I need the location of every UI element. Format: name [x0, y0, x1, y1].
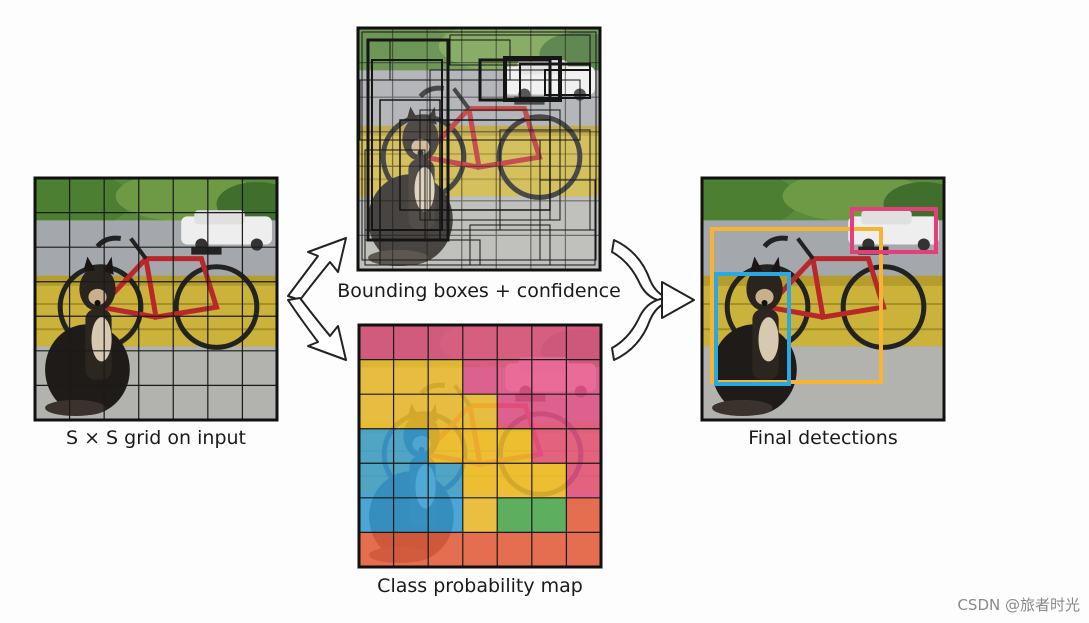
class-cell-yellow: [428, 428, 463, 464]
class-cell-blue: [359, 463, 394, 498]
class-cell-orange: [497, 532, 532, 567]
class-cell-yellow: [359, 394, 394, 429]
class-cell-yellow: [462, 428, 498, 464]
class-cell-pink: [359, 325, 394, 360]
class-cell-orange: [462, 532, 498, 567]
class-cell-pink: [462, 325, 498, 360]
class-cell-pink: [566, 325, 601, 360]
class-cell-pink: [566, 394, 601, 429]
merge-arrow-bottom-icon: [611, 297, 669, 361]
class-cell-yellow: [462, 394, 498, 429]
dog-detection-box: [714, 272, 791, 386]
class-cell-pink: [531, 428, 567, 464]
class-cell-yellow: [428, 394, 463, 429]
watermark: CSDN @旅者时光: [957, 596, 1080, 614]
class-cell-pink: [428, 325, 463, 360]
class-cell-pink: [497, 394, 532, 429]
class-probability-panel: [357, 323, 603, 569]
final-detections-panel: [700, 176, 946, 422]
bounding-boxes-panel: [356, 26, 602, 272]
class-cell-blue: [359, 428, 394, 464]
class-cell-yellow: [359, 359, 394, 395]
class-cell-yellow: [497, 428, 532, 464]
class-cell-pink: [566, 463, 601, 498]
class-cell-yellow: [462, 497, 498, 533]
class-cell-green: [531, 497, 567, 533]
class-cell-green: [497, 497, 532, 533]
class-cell-orange: [566, 532, 601, 567]
class-cell-blue: [393, 497, 429, 533]
class-cell-blue: [428, 497, 463, 533]
class-cell-pink: [531, 359, 567, 395]
class-cell-orange: [359, 532, 394, 567]
bounding-boxes-caption: Bounding boxes + confidence: [337, 280, 621, 302]
class-cell-yellow: [393, 394, 429, 429]
grid-input-caption: S × S grid on input: [66, 427, 246, 449]
class-cell-pink: [497, 359, 532, 395]
class-cell-yellow: [462, 463, 498, 498]
class-cell-pink: [531, 325, 567, 360]
class-cell-pink: [566, 428, 601, 464]
class-cell-pink: [393, 325, 429, 360]
class-cell-pink: [497, 325, 532, 360]
class-cell-blue: [393, 428, 429, 464]
bicycle-detection-box: [710, 227, 883, 384]
grid-input-panel: [33, 176, 279, 422]
class-cell-blue: [428, 463, 463, 498]
class-cell-orange: [566, 497, 601, 533]
class-cell-blue: [393, 463, 429, 498]
class-cell-yellow: [428, 359, 463, 395]
split-arrow-down-icon: [287, 297, 347, 361]
class-cell-pink: [566, 359, 601, 395]
class-cell-yellow: [497, 463, 532, 498]
class-cell-yellow: [393, 359, 429, 395]
class-cell-blue: [359, 497, 394, 533]
class-probability-caption: Class probability map: [377, 575, 583, 597]
class-cell-pink: [531, 394, 567, 429]
final-detections-caption: Final detections: [748, 427, 897, 449]
split-arrow-up-icon: [287, 237, 347, 301]
class-cell-orange: [531, 532, 567, 567]
car-detection-box: [850, 207, 938, 254]
class-cell-orange: [393, 532, 429, 567]
merge-arrowhead-icon: [661, 281, 695, 319]
class-cell-yellow: [531, 463, 567, 498]
class-cell-pink: [462, 359, 498, 395]
class-cell-orange: [428, 532, 463, 567]
